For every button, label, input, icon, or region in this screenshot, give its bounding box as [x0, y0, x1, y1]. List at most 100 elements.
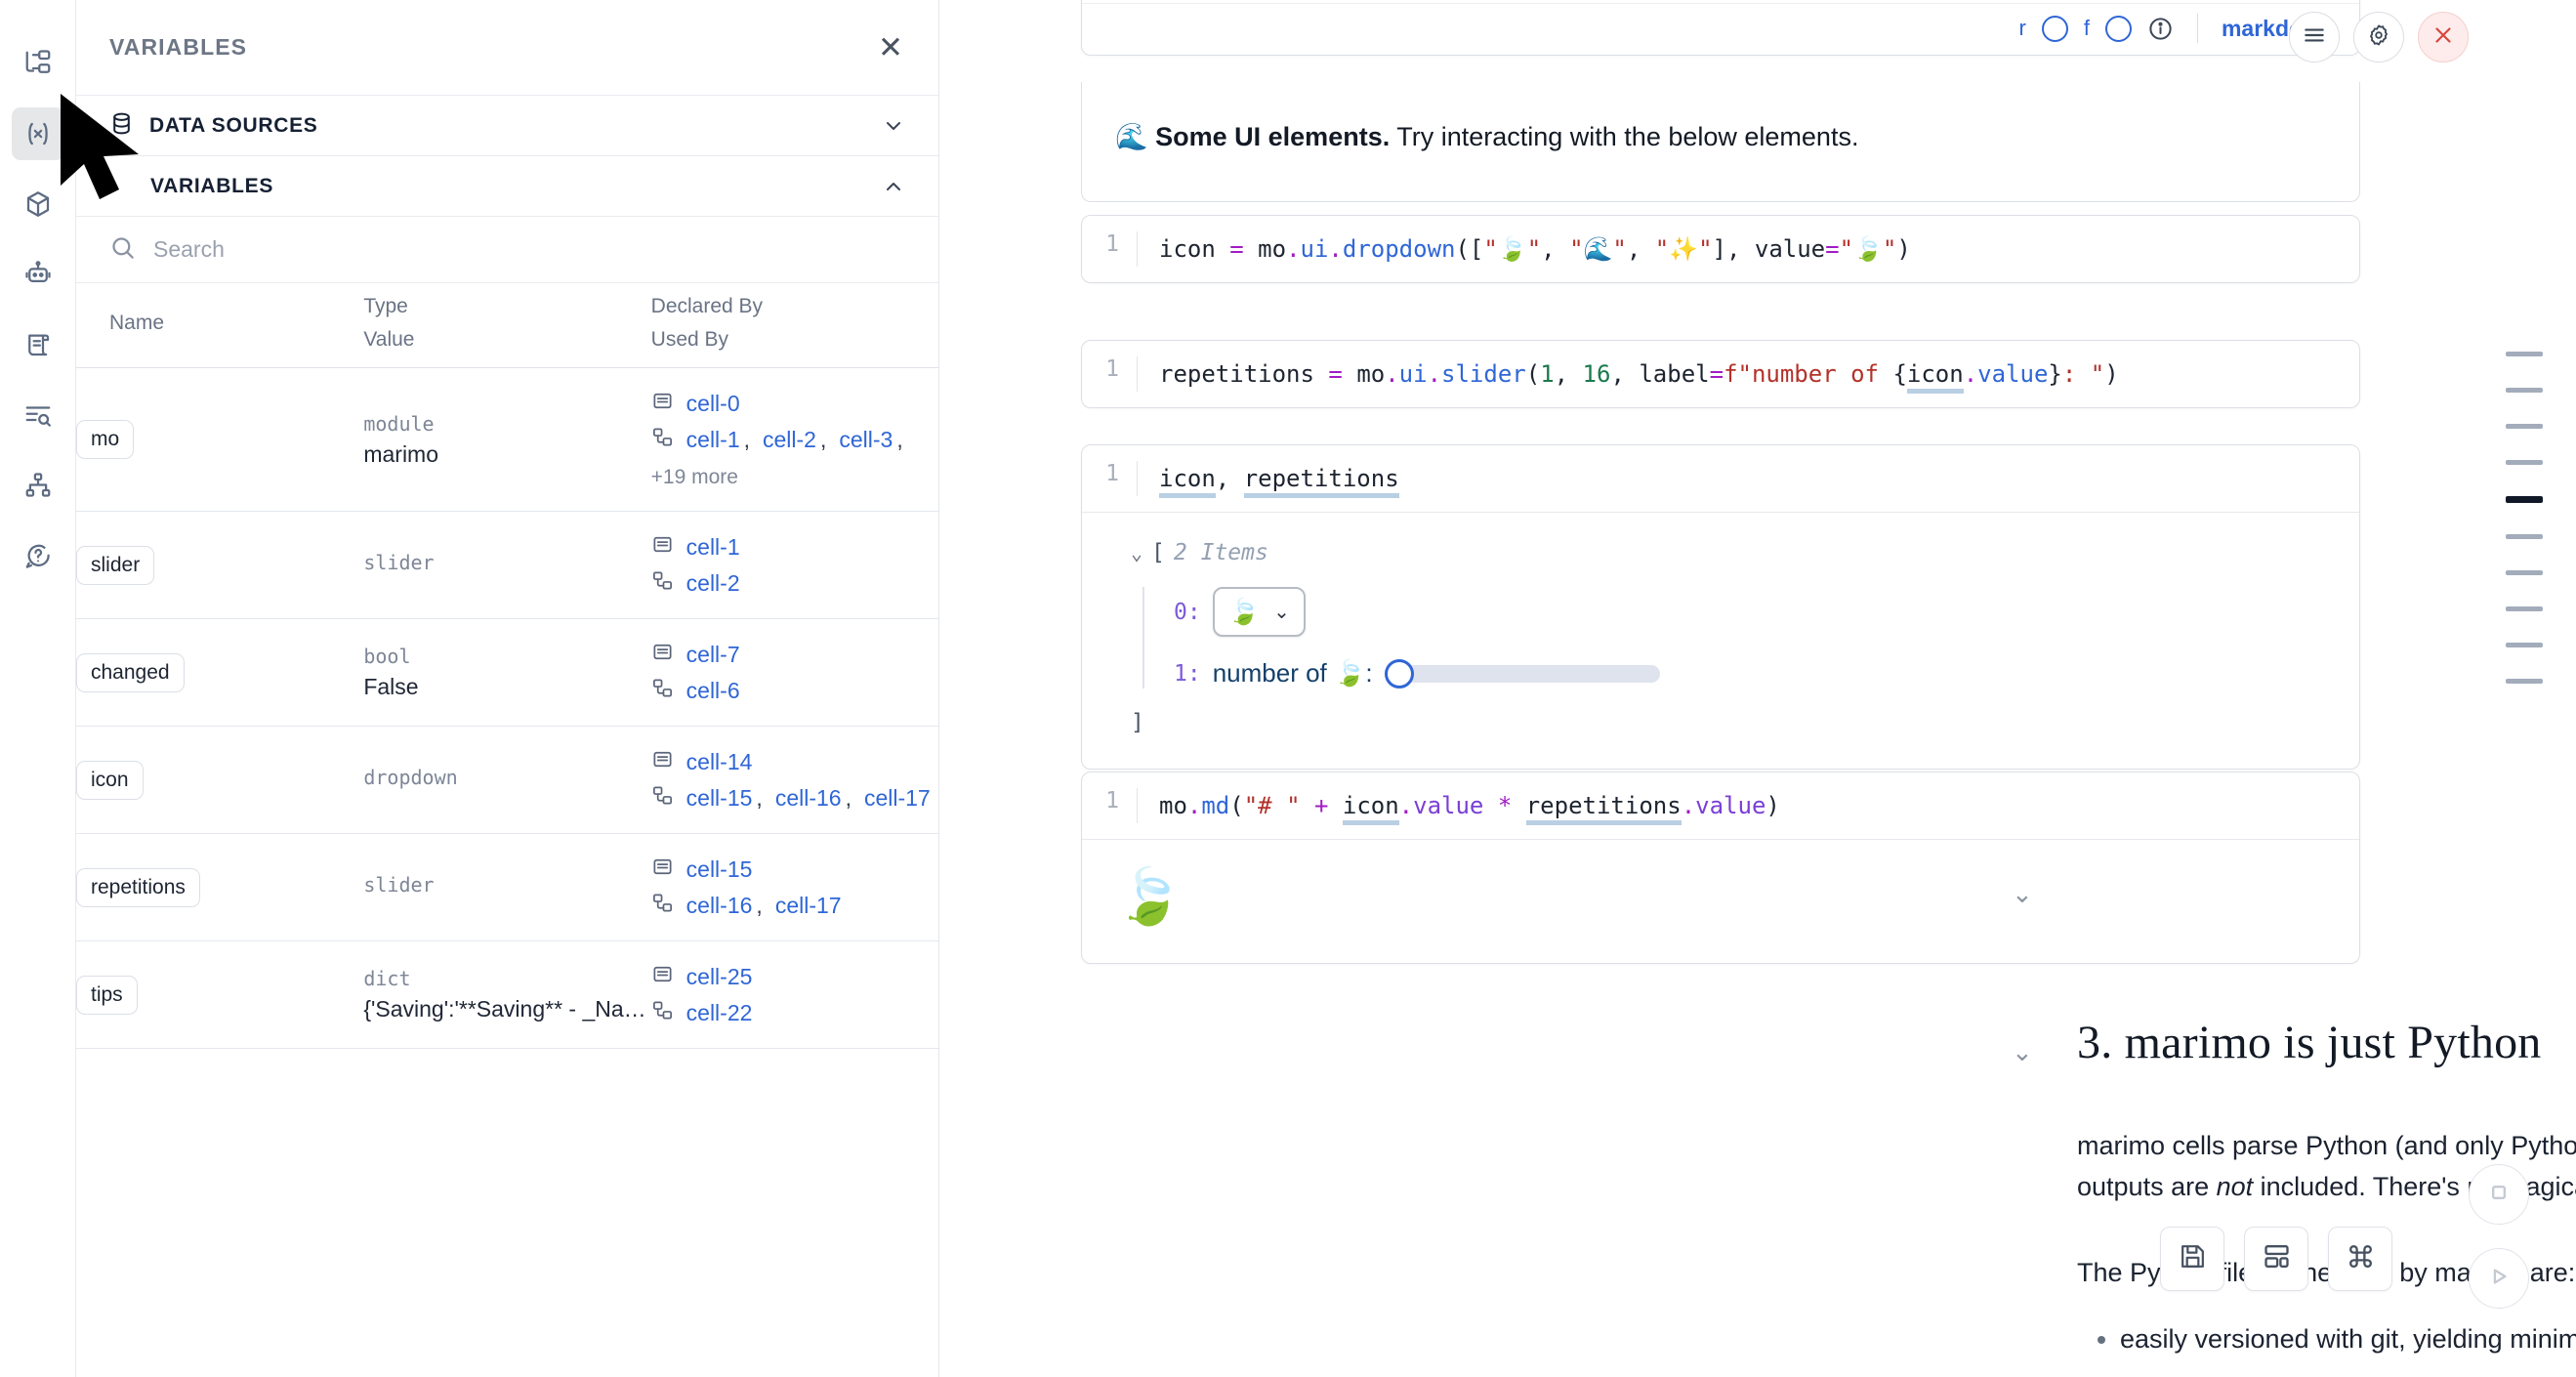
- variable-value: {'Saving':'**Saving** - _Na…: [363, 996, 646, 1022]
- minimap-bar[interactable]: [2506, 424, 2543, 429]
- list-output: ⌄ [ 2 Items 0: 🍃 ⌄ 1:: [1131, 540, 2326, 735]
- cell-link[interactable]: cell-16: [774, 784, 842, 811]
- sidebar-item-variables[interactable]: [11, 107, 64, 160]
- cell-link[interactable]: cell-22: [686, 999, 753, 1025]
- slider-control[interactable]: [1384, 658, 1660, 688]
- line-number: 1: [1105, 231, 1119, 257]
- minimap-bar[interactable]: [2506, 460, 2543, 465]
- minimap-bar[interactable]: [2506, 679, 2543, 684]
- slider-track[interactable]: [1403, 664, 1660, 683]
- declared-by-line: cell-0: [651, 390, 938, 417]
- variables-panel: VARIABLES ✕ DATA SOURCES VARIABLES: [76, 0, 939, 1377]
- cell-link[interactable]: cell-6: [686, 677, 740, 703]
- cell-link[interactable]: cell-2: [763, 426, 816, 452]
- run-all-button[interactable]: [2469, 1248, 2529, 1309]
- variable-name-chip[interactable]: icon: [76, 760, 144, 800]
- variable-type-value-cell: dropdown: [363, 726, 651, 834]
- code-text[interactable]: repetitions = mo.ui.slider(1, 16, label=…: [1137, 356, 2359, 394]
- minimap-bar[interactable]: [2506, 388, 2543, 393]
- dropdown-select[interactable]: 🍃 ⌄: [1212, 587, 1306, 637]
- collapse-section-caret[interactable]: ⌄: [2012, 1037, 2033, 1066]
- slider-handle[interactable]: [1384, 658, 1414, 688]
- cell-link[interactable]: cell-17: [863, 784, 931, 811]
- close-panel-button[interactable]: ✕: [878, 30, 903, 64]
- cell-link[interactable]: cell-0: [686, 390, 740, 416]
- toggle-r-switch[interactable]: [2041, 15, 2068, 42]
- minimap-bar[interactable]: [2506, 496, 2543, 503]
- interrupt-button[interactable]: [2469, 1164, 2529, 1225]
- cell-link[interactable]: cell-15: [686, 784, 753, 811]
- info-icon[interactable]: [2147, 16, 2174, 42]
- command-palette-button[interactable]: [2328, 1227, 2392, 1291]
- cell-link[interactable]: cell-17: [774, 892, 842, 918]
- minimap-bar[interactable]: [2506, 643, 2543, 647]
- section-variables[interactable]: VARIABLES: [76, 156, 938, 217]
- sidebar-item-dependency-graph[interactable]: [12, 459, 64, 512]
- variable-name-cell: tips: [76, 940, 364, 1049]
- cell-link[interactable]: cell-3: [839, 426, 893, 452]
- cell-link[interactable]: cell-16: [686, 892, 753, 918]
- table-row[interactable]: slider slider cell-1 cell-2: [76, 511, 938, 619]
- variable-name-chip[interactable]: mo: [76, 420, 135, 459]
- sidebar-item-logs[interactable]: [12, 389, 64, 441]
- used-by-icon: [651, 426, 674, 453]
- toggle-f-switch[interactable]: [2104, 15, 2132, 42]
- markdown-editor-cell[interactable]: 1 """🌊 Some UI elements.""" Try interact…: [1081, 0, 2360, 56]
- used-by-more-count[interactable]: +19 more: [650, 466, 738, 488]
- cell-menu-button[interactable]: [2289, 12, 2340, 63]
- list-header[interactable]: ⌄ [ 2 Items: [1131, 540, 2326, 565]
- code-cell-markdown[interactable]: 1 mo.md("# " + icon.value * repetitions.…: [1081, 772, 2360, 964]
- cell-link[interactable]: cell-25: [686, 963, 753, 989]
- code-text[interactable]: icon, repetitions: [1137, 461, 2359, 498]
- minimap[interactable]: [2506, 352, 2543, 684]
- sidebar-item-chat-assistant[interactable]: [12, 248, 64, 301]
- column-header-value: Value: [363, 328, 415, 351]
- cell-link[interactable]: cell-7: [686, 641, 740, 667]
- minimap-bar[interactable]: [2506, 606, 2543, 611]
- section-heading: 3. marimo is just Python: [2077, 1017, 2542, 1068]
- cell-link[interactable]: cell-2: [686, 569, 740, 596]
- cell-link[interactable]: cell-1: [686, 426, 740, 452]
- sidebar-item-packages[interactable]: [12, 178, 64, 230]
- minimap-bar[interactable]: [2506, 534, 2543, 539]
- code-cell-output[interactable]: 1 icon, repetitions ⌄ [ 2 Items 0: 🍃: [1081, 444, 2360, 770]
- variable-name-chip[interactable]: repetitions: [76, 867, 200, 907]
- variable-name-chip[interactable]: tips: [76, 975, 138, 1015]
- list-item: 1: number of 🍃:: [1174, 658, 2326, 688]
- minimap-bar[interactable]: [2506, 352, 2543, 356]
- declared-by-icon: [651, 963, 674, 990]
- cell-link[interactable]: cell-15: [686, 855, 753, 882]
- minimap-bar[interactable]: [2506, 570, 2543, 575]
- section-data-sources[interactable]: DATA SOURCES: [76, 96, 938, 156]
- code-cell-dropdown[interactable]: 1 icon = mo.ui.dropdown(["🍃", "🌊", "✨"],…: [1081, 215, 2360, 283]
- save-notebook-button[interactable]: [2160, 1227, 2224, 1291]
- used-by-line: cell-22: [651, 999, 938, 1026]
- sidebar-item-file-explorer[interactable]: [12, 37, 64, 90]
- variable-name-chip[interactable]: slider: [76, 545, 155, 585]
- cell-settings-button[interactable]: [2353, 12, 2404, 63]
- variable-type-value-cell: slider: [363, 511, 651, 619]
- declared-by-icon: [651, 533, 674, 561]
- collapse-output-caret[interactable]: ⌄: [2012, 879, 2033, 908]
- cell-link[interactable]: cell-1: [686, 533, 740, 560]
- code-cell-slider[interactable]: 1 repetitions = mo.ui.slider(1, 16, labe…: [1081, 340, 2360, 408]
- sidebar-item-scratchpad[interactable]: [12, 318, 64, 371]
- cell-link[interactable]: cell-14: [686, 748, 753, 774]
- search-input[interactable]: [153, 236, 905, 263]
- layout-toggle-button[interactable]: [2244, 1227, 2308, 1291]
- sidebar-item-help[interactable]: [12, 529, 64, 582]
- code-text[interactable]: icon = mo.ui.dropdown(["🍃", "🌊", "✨"], v…: [1137, 231, 2359, 267]
- chevron-down-icon[interactable]: ⌄: [1131, 541, 1143, 564]
- code-text[interactable]: mo.md("# " + icon.value * repetitions.va…: [1137, 788, 2359, 825]
- paragraph-1-part-a: marimo cells parse Python (and only Pyth…: [2077, 1131, 2576, 1201]
- variable-type: slider: [363, 872, 435, 897]
- cell-link-separator: ,: [743, 426, 751, 452]
- delete-cell-button[interactable]: [2418, 12, 2469, 63]
- variable-name-chip[interactable]: changed: [76, 652, 185, 692]
